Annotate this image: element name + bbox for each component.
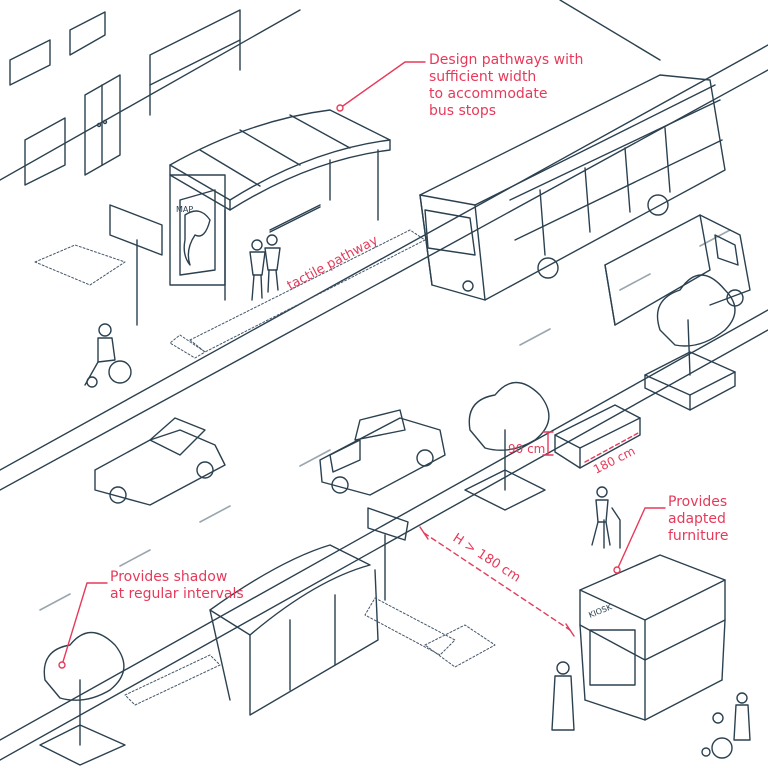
pickup-truck [319, 409, 446, 496]
annotation-furniture: Provides adapted furniture [668, 494, 729, 545]
map-label: MAP [176, 205, 193, 214]
height-clearance-label: H > 180 cm [450, 531, 523, 586]
bus [419, 74, 726, 301]
tree-bottom-left [39, 631, 126, 766]
annotation-furniture-line-3: furniture [668, 528, 729, 544]
bench-height-label: 90 cm [508, 442, 545, 456]
annotation-pathways-line-1: Design pathways with [429, 52, 584, 68]
wheelchair-user-top [84, 323, 132, 388]
kiosk [579, 554, 726, 721]
signboard [109, 204, 163, 326]
annotation-pathways-line-3: to accommodate [429, 86, 548, 102]
people-waiting [249, 234, 281, 301]
annotation-shadow-line-2: at regular intervals [110, 586, 244, 602]
wheelchair-user-bottom [701, 692, 751, 759]
annotation-shadow: Provides shadow at regular intervals [110, 569, 244, 603]
sign-post-middle [367, 507, 409, 601]
person-standing [551, 661, 575, 731]
building-facade [0, 9, 301, 186]
tactile-paving-bottom [124, 597, 496, 706]
tactile-pathway-label: tactile pathway [285, 233, 381, 294]
annotation-shadow-line-1: Provides shadow [110, 569, 228, 585]
tree-planter-right [644, 274, 736, 411]
annotation-furniture-line-1: Provides [668, 494, 728, 510]
kiosk-sign: KIOSK [587, 602, 614, 620]
bus-shelter-bottom [209, 544, 379, 716]
annotation-leaders [58, 61, 666, 669]
tree-middle [464, 381, 550, 511]
annotation-pathways-line-4: bus stops [429, 103, 497, 119]
measurement-labels: tactile pathway H > 180 cm 90 cm 180 cm [285, 233, 638, 586]
bus-shelter-top [169, 109, 391, 301]
sedan-car [94, 417, 226, 506]
annotation-pathways: Design pathways with sufficient width to… [429, 52, 583, 120]
person-with-walker [591, 486, 621, 549]
annotation-pathways-line-2: sufficient width [429, 69, 537, 85]
tactile-paving-top [34, 229, 426, 359]
annotation-furniture-line-2: adapted [668, 511, 726, 527]
bench [554, 404, 641, 469]
